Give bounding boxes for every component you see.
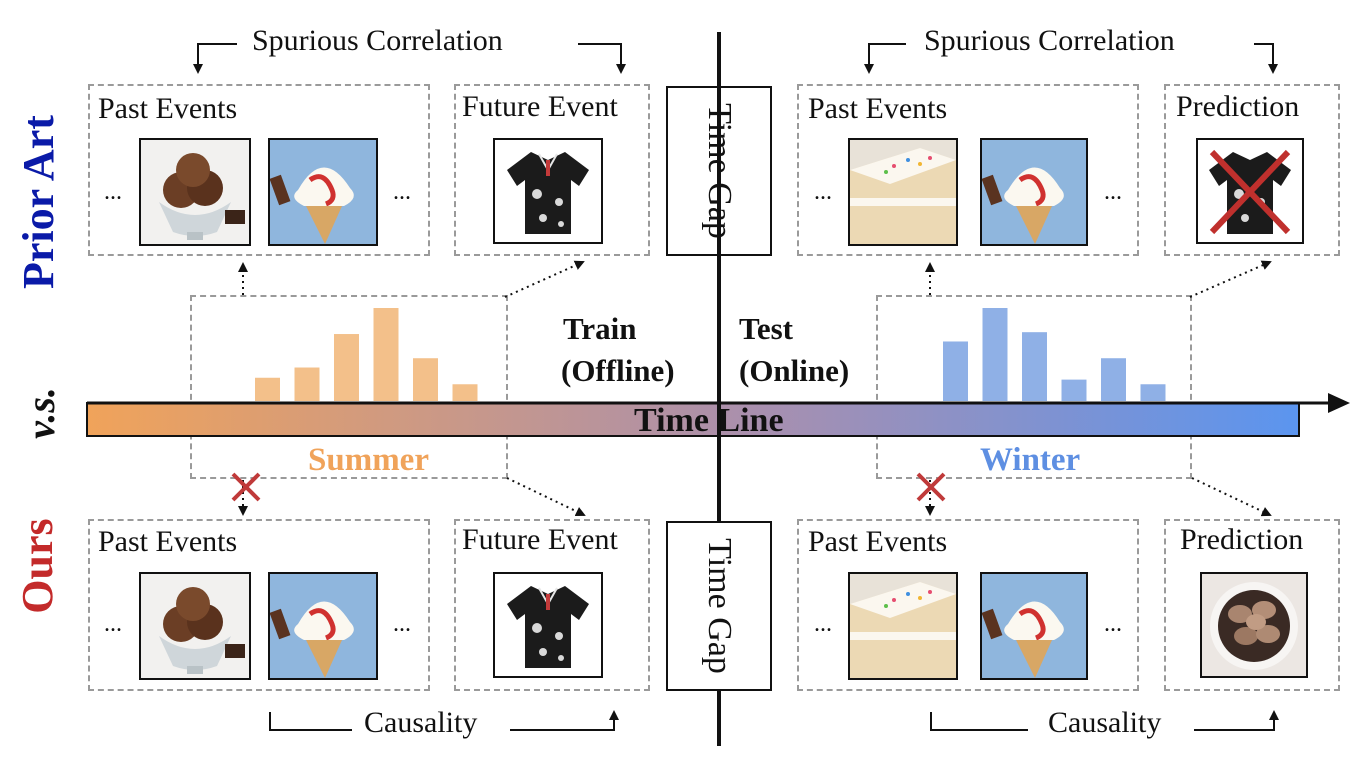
ellipsis: ... [1104, 179, 1122, 205]
ellipsis: ... [1104, 611, 1122, 637]
summer-label: Summer [308, 442, 429, 478]
test-phase-label: Test (Online) [739, 311, 850, 388]
ellipsis: ... [104, 179, 122, 205]
winter-bar-6 [1140, 384, 1166, 401]
winter-bar-1 [943, 341, 968, 401]
summer-bar-1 [255, 377, 280, 401]
spurious-arrow-left-train [193, 43, 237, 74]
timeline-bar [86, 402, 1300, 437]
train-future-event-box [454, 84, 650, 256]
ours-test-prediction-box [1164, 519, 1340, 691]
spurious-correlation-label-test: Spurious Correlation [924, 24, 1175, 57]
ours-train-future-event-box [454, 519, 650, 691]
ours-test-past-events-box [797, 519, 1139, 691]
causality-label-test: Causality [1048, 706, 1162, 739]
ice-cream-bowl-icon [139, 572, 251, 680]
causality-arrow-train [510, 710, 619, 731]
winter-bar-3 [1022, 332, 1047, 401]
winter-bar-4 [1061, 379, 1087, 401]
ellipsis: ... [393, 611, 411, 637]
soft-serve-cone-icon [980, 572, 1088, 680]
macarons-bowl-icon [1200, 572, 1308, 678]
causality-line-train [269, 712, 352, 731]
ours-test-past-events-title: Past Events [808, 525, 948, 558]
summer-histogram [255, 308, 478, 401]
test-prediction-box [1164, 84, 1340, 256]
train-phase-label: Train (Offline) [561, 311, 675, 388]
ellipsis: ... [814, 611, 832, 637]
summer-bar-6 [452, 384, 478, 401]
ellipsis: ... [393, 179, 411, 205]
winter-bar-5 [1101, 358, 1126, 401]
spurious-arrow-right-train [578, 43, 626, 74]
ours-train-past-events-box [88, 519, 430, 691]
winter-label: Winter [980, 442, 1081, 478]
train-past-events-title: Past Events [98, 92, 238, 125]
hawaiian-shirt-icon [1196, 138, 1304, 244]
ellipsis: ... [814, 179, 832, 205]
soft-serve-cone-icon [268, 572, 378, 680]
summer-bar-5 [413, 358, 438, 401]
hawaiian-shirt-icon [493, 572, 603, 678]
test-prediction-title: Prediction [1176, 90, 1300, 123]
test-past-events-box [797, 84, 1139, 256]
train-past-events-box [88, 84, 430, 256]
summer-bar-4 [373, 308, 399, 401]
winter-distribution-box [876, 295, 1192, 479]
red-cross-icon [231, 472, 261, 502]
summer-bar-2 [294, 367, 320, 401]
soft-serve-cone-icon [980, 138, 1088, 246]
causality-arrow-test [1194, 710, 1279, 731]
ours-train-future-event-title: Future Event [462, 523, 618, 556]
ours-test-prediction-title: Prediction [1180, 523, 1304, 556]
test-past-events-title: Past Events [808, 92, 948, 125]
cake-slice-icon [848, 572, 958, 680]
causality-label-train: Causality [364, 706, 478, 739]
summer-distribution-box [190, 295, 508, 479]
cake-slice-icon [848, 138, 958, 246]
hawaiian-shirt-icon [493, 138, 603, 244]
timeline-arrowhead [1328, 393, 1350, 413]
spurious-arrow-left-test [864, 43, 906, 74]
red-cross-icon [916, 472, 946, 502]
soft-serve-cone-icon [268, 138, 378, 246]
time-gap-bottom: Time Gap [666, 521, 772, 691]
ellipsis: ... [104, 611, 122, 637]
spurious-correlation-label-train: Spurious Correlation [252, 24, 503, 57]
ours-train-past-events-title: Past Events [98, 525, 238, 558]
winter-histogram [943, 308, 1166, 401]
spurious-arrow-right-test [1254, 43, 1278, 74]
train-future-event-title: Future Event [462, 90, 618, 123]
red-cross-icon [1209, 149, 1291, 235]
causality-line-test [930, 712, 1028, 731]
winter-bar-2 [982, 308, 1008, 401]
summer-bar-3 [334, 334, 359, 401]
ice-cream-bowl-icon [139, 138, 251, 246]
timeline-label: Time Line [634, 402, 784, 439]
